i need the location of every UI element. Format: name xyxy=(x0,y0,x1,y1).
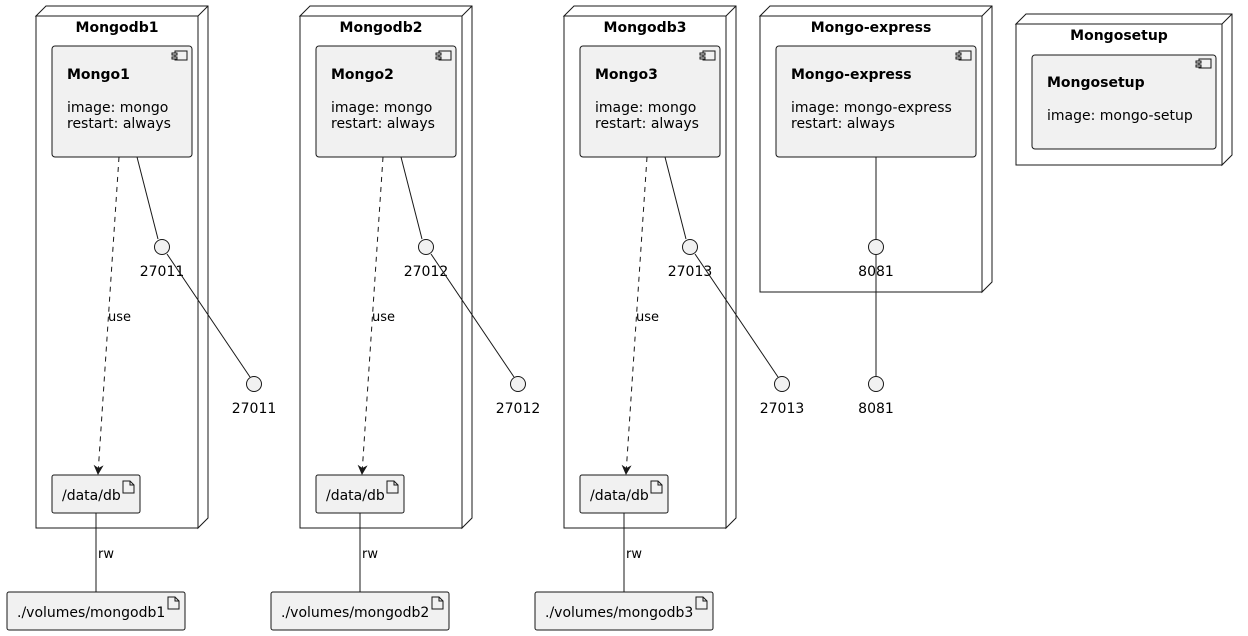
rw-label: rw xyxy=(98,547,114,562)
component-title: Mongo-express xyxy=(791,67,912,83)
artifact-data-db: /data/db xyxy=(315,474,405,514)
component-mongo1: Mongo1 image: mongo restart: always xyxy=(51,45,193,158)
component-image: image: mongo-express xyxy=(791,100,952,116)
exposed-port-interface-icon xyxy=(868,376,884,392)
component-restart: restart: always xyxy=(595,116,699,132)
inner-port-label: 27011 xyxy=(140,264,185,280)
rw-label: rw xyxy=(362,547,378,562)
artifact-icon xyxy=(122,480,135,494)
volume-label: ./volumes/mongodb2 xyxy=(281,605,429,621)
component-mongosetup: Mongosetup image: mongo-setup xyxy=(1031,54,1217,150)
rw-label: rw xyxy=(626,547,642,562)
component-mongo3: Mongo3 image: mongo restart: always xyxy=(579,45,721,158)
component-title: Mongo1 xyxy=(67,67,130,83)
artifact-volume-mongodb3: ./volumes/mongodb3 xyxy=(534,591,714,631)
node-title: Mongodb2 xyxy=(340,20,423,36)
node-title: Mongosetup xyxy=(1070,28,1168,44)
component-restart: restart: always xyxy=(67,116,171,132)
port-interface-icon xyxy=(682,239,698,255)
artifact-label: /data/db xyxy=(590,488,649,504)
component-image: image: mongo xyxy=(331,100,432,116)
component-mongo-express: Mongo-express image: mongo-express resta… xyxy=(775,45,977,158)
artifact-label: /data/db xyxy=(62,488,121,504)
component-mongo2: Mongo2 image: mongo restart: always xyxy=(315,45,457,158)
use-label: use xyxy=(372,310,395,325)
component-image: image: mongo xyxy=(67,100,168,116)
exposed-port-interface-icon xyxy=(774,376,790,392)
port-interface-icon xyxy=(154,239,170,255)
component-image: image: mongo-setup xyxy=(1047,108,1193,124)
volume-label: ./volumes/mongodb3 xyxy=(545,605,693,621)
artifact-volume-mongodb2: ./volumes/mongodb2 xyxy=(270,591,450,631)
component-icon xyxy=(955,50,972,61)
exposed-port-interface-icon xyxy=(510,376,526,392)
component-icon xyxy=(699,50,716,61)
exposed-port-interface-icon xyxy=(246,376,262,392)
port-interface-icon xyxy=(418,239,434,255)
node-mongosetup: Mongosetup Mongosetup image: mongo-setup xyxy=(1014,13,1233,167)
node-mongodb1: Mongodb1 Mongo1 image: mongo restart: al… xyxy=(34,5,209,530)
node-mongodb2: Mongodb2 Mongo2 image: mongo restart: al… xyxy=(298,5,473,530)
artifact-icon xyxy=(386,480,399,494)
artifact-icon xyxy=(167,596,180,610)
use-label: use xyxy=(108,310,131,325)
component-restart: restart: always xyxy=(331,116,435,132)
artifact-label: /data/db xyxy=(326,488,385,504)
component-title: Mongo3 xyxy=(595,67,658,83)
node-mongodb3: Mongodb3 Mongo3 image: mongo restart: al… xyxy=(562,5,737,530)
component-icon xyxy=(171,50,188,61)
artifact-icon xyxy=(695,596,708,610)
component-title: Mongo2 xyxy=(331,67,394,83)
artifact-volume-mongodb1: ./volumes/mongodb1 xyxy=(6,591,186,631)
exposed-port-label: 27011 xyxy=(232,401,277,417)
artifact-data-db: /data/db xyxy=(579,474,669,514)
artifact-data-db: /data/db xyxy=(51,474,141,514)
exposed-port-label: 27013 xyxy=(760,401,805,417)
node-title: Mongodb3 xyxy=(604,20,687,36)
inner-port-label: 27013 xyxy=(668,264,713,280)
use-label: use xyxy=(636,310,659,325)
inner-port-label: 27012 xyxy=(404,264,449,280)
exposed-port-label: 8081 xyxy=(858,401,894,417)
exposed-port-label: 27012 xyxy=(496,401,541,417)
component-image: image: mongo xyxy=(595,100,696,116)
port-interface-icon xyxy=(868,239,884,255)
node-mongo-express: Mongo-express Mongo-express image: mongo… xyxy=(758,5,993,294)
component-restart: restart: always xyxy=(791,116,895,132)
artifact-icon xyxy=(650,480,663,494)
node-title: Mongo-express xyxy=(811,20,932,36)
volume-label: ./volumes/mongodb1 xyxy=(17,605,165,621)
component-icon xyxy=(435,50,452,61)
component-title: Mongosetup xyxy=(1047,75,1145,91)
node-title: Mongodb1 xyxy=(76,20,159,36)
component-icon xyxy=(1195,58,1212,69)
artifact-icon xyxy=(431,596,444,610)
